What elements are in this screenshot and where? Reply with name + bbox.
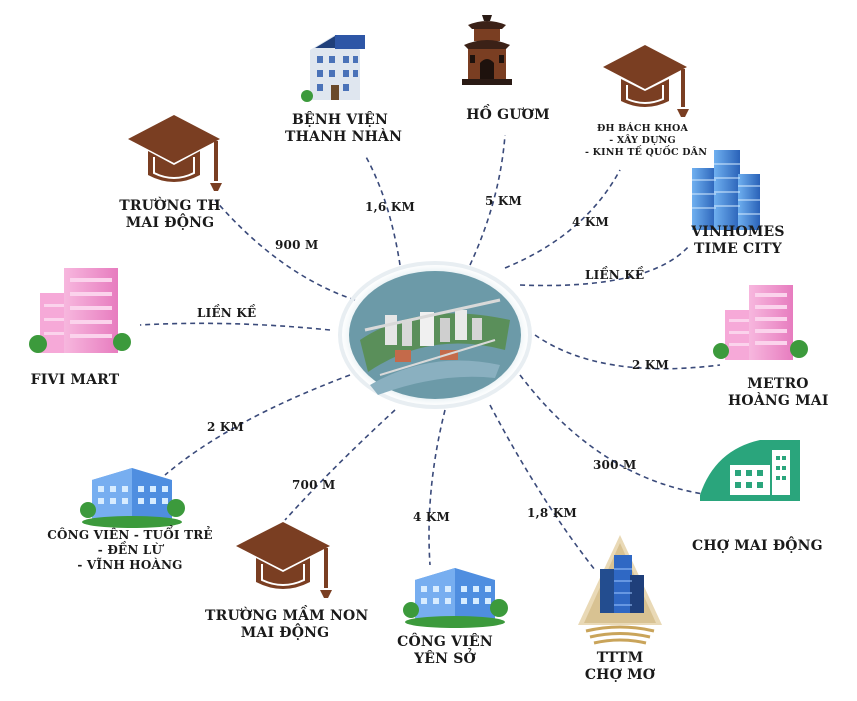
distance-vinhomes: LIỀN KỀ bbox=[585, 268, 645, 282]
distance-metro: 2 KM bbox=[632, 358, 670, 372]
label-fivi-mart: FIVI MART bbox=[30, 372, 120, 388]
pink-building-icon bbox=[713, 285, 808, 360]
distance-yen-so: 4 KM bbox=[413, 510, 451, 524]
line-ho-guom bbox=[469, 134, 506, 266]
label-tttm: TTTM CHỢ MƠ bbox=[584, 650, 656, 683]
label-ho-guom: HỒ GƯƠM bbox=[466, 107, 550, 123]
distance-fivi: LIỀN KỀ bbox=[197, 306, 257, 320]
park-building-icon bbox=[403, 568, 508, 628]
distance-cho-mai-dong: 300 M bbox=[593, 458, 637, 472]
line-dh-bach-khoa bbox=[504, 169, 621, 269]
park-building-icon bbox=[80, 468, 185, 528]
label-cong-vien-tuoi-tre: CÔNG VIÊN - TUỔI TRẺ - ĐỀN LỪ - VĨNH HOÀ… bbox=[47, 528, 213, 572]
line-yen-so bbox=[428, 409, 446, 566]
line-benh-vien bbox=[364, 154, 401, 266]
distance-tuoi-tre: 2 KM bbox=[207, 420, 245, 434]
graduation-cap-icon bbox=[128, 115, 222, 191]
label-benh-vien: BỆNH VIỆN THANH NHÀN bbox=[285, 112, 403, 145]
line-truong-th bbox=[214, 199, 356, 301]
pink-building-icon bbox=[29, 268, 131, 353]
label-vinhomes: VINHOMES TIME CITY bbox=[691, 224, 785, 257]
distance-truong-th: 900 M bbox=[275, 238, 319, 252]
mall-icon bbox=[578, 535, 662, 645]
distance-ho-guom: 5 KM bbox=[485, 194, 523, 208]
skyscraper-icon bbox=[692, 150, 760, 230]
label-truong-th: TRƯỜNG TH MAI ĐỘNG bbox=[119, 198, 221, 231]
line-metro bbox=[534, 334, 721, 370]
building-icon bbox=[301, 35, 365, 102]
graduation-cap-icon bbox=[603, 45, 689, 117]
pagoda-icon bbox=[462, 15, 512, 85]
line-mam-non bbox=[284, 409, 396, 521]
line-fivi bbox=[139, 322, 331, 331]
label-metro: METRO HOÀNG MAI bbox=[728, 376, 829, 409]
distance-mam-non: 700 M bbox=[292, 478, 336, 492]
label-dh-bach-khoa: ĐH BÁCH KHOA - XÂY DỰNG - KINH TẾ QUỐC D… bbox=[585, 123, 708, 158]
graduation-cap-icon bbox=[236, 522, 332, 598]
distance-benh-vien: 1,6 KM bbox=[365, 200, 415, 214]
line-cho-mai-dong bbox=[519, 374, 711, 496]
line-vinhomes bbox=[519, 244, 691, 287]
market-icon bbox=[700, 440, 800, 501]
line-tuoi-tre bbox=[164, 374, 351, 476]
distance-tttm: 1,8 KM bbox=[527, 506, 577, 520]
label-cong-vien-yen-so: CÔNG VIÊN YÊN SỞ bbox=[397, 634, 493, 667]
line-tttm bbox=[489, 404, 596, 571]
project-aerial-view bbox=[338, 261, 532, 409]
label-cho-mai-dong: CHỢ MAI ĐỘNG bbox=[692, 538, 823, 554]
distance-dh-bach-khoa: 4 KM bbox=[572, 215, 610, 229]
label-truong-mam-non: TRƯỜNG MẦM NON MAI ĐỘNG bbox=[205, 608, 369, 641]
